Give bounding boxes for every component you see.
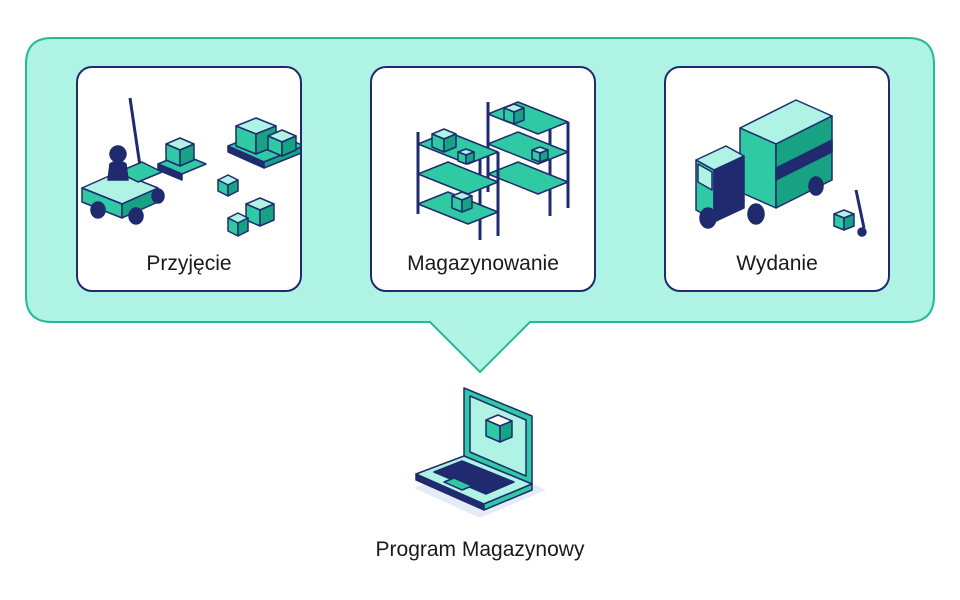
laptop-icon: [414, 387, 546, 518]
program-label: Program Magazynowy: [375, 538, 585, 561]
stage-card-przyjecie[interactable]: Przyjęcie: [76, 66, 302, 292]
stage-card-magazynowanie[interactable]: Magazynowanie: [370, 66, 596, 292]
delivery-truck-icon: [695, 99, 867, 237]
stage-label: Przyjęcie: [146, 252, 232, 275]
stage-card-wydanie[interactable]: Wydanie: [664, 66, 890, 292]
stage-label: Wydanie: [736, 252, 818, 275]
stage-label: Magazynowanie: [407, 252, 559, 275]
forklift-icon: [81, 97, 300, 237]
warehouse-shelves-icon: [416, 101, 570, 240]
